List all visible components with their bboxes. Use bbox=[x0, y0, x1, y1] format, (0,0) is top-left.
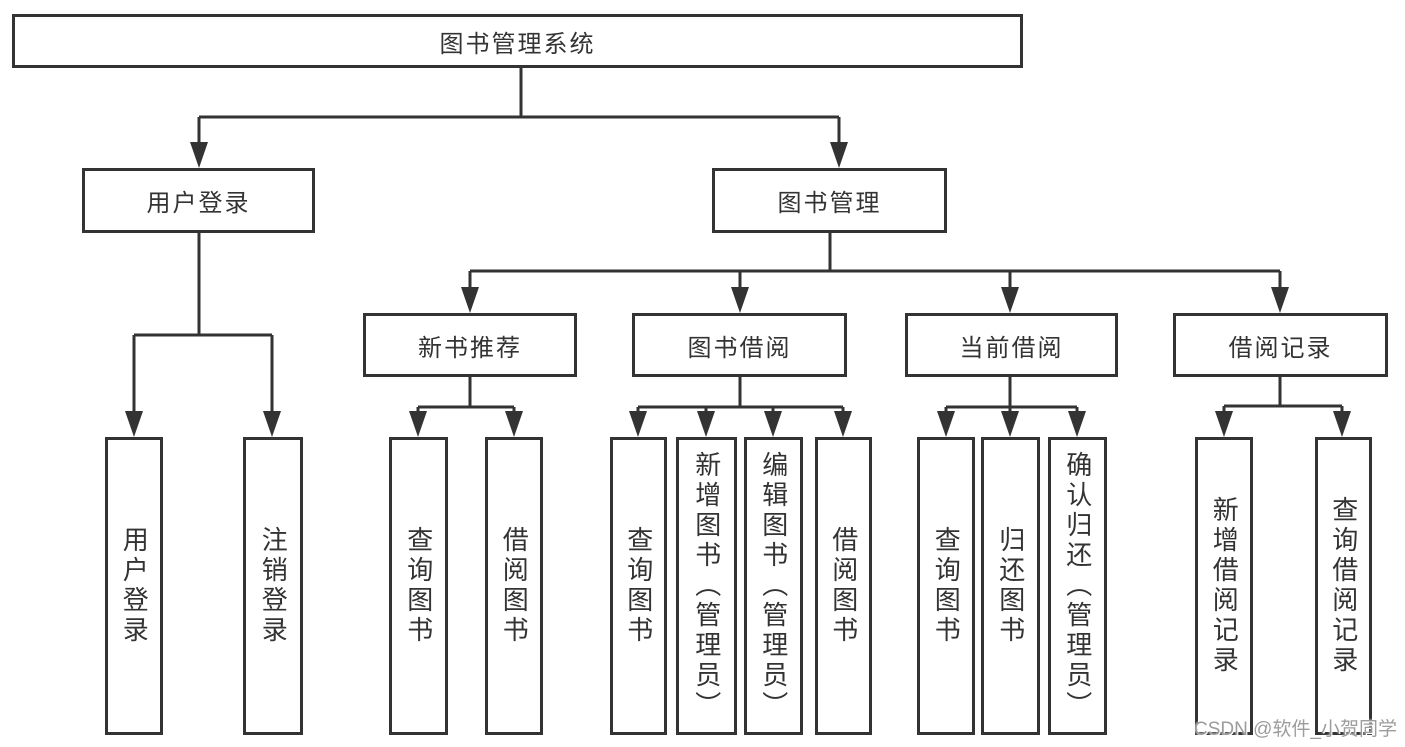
leaf-bb-add-books: 新增图书（管理员） bbox=[676, 437, 737, 735]
leaf-rec-add-record-label: 新增借阅记录 bbox=[1209, 496, 1240, 676]
leaf-bb-borrow-books-label: 借阅图书 bbox=[828, 526, 859, 646]
leaf-cb-query-books: 查询图书 bbox=[917, 437, 975, 735]
leaf-nb-borrow-books-label: 借阅图书 bbox=[499, 526, 530, 646]
leaf-nb-borrow-books: 借阅图书 bbox=[485, 437, 543, 735]
leaf-rec-query-record: 查询借阅记录 bbox=[1315, 437, 1372, 735]
connector-current-borrow-to-leaves bbox=[937, 377, 1086, 437]
leaf-bb-add-books-label: 新增图书（管理员） bbox=[691, 451, 722, 721]
connector-borrow-records-to-leaves bbox=[1215, 377, 1351, 437]
node-root: 图书管理系统 bbox=[12, 14, 1023, 68]
leaf-cb-query-books-label: 查询图书 bbox=[931, 526, 962, 646]
connector-root-to-level1 bbox=[190, 68, 848, 168]
csdn-watermark: CSDN @软件_小贺同学 bbox=[1194, 719, 1397, 740]
connector-book-borrow-to-leaves bbox=[629, 377, 852, 437]
leaf-cb-return-books: 归还图书 bbox=[981, 437, 1040, 735]
leaf-bb-edit-books-label: 编辑图书（管理员） bbox=[758, 451, 789, 721]
node-book-borrow: 图书借阅 bbox=[632, 313, 847, 377]
connector-user-login-to-leaves bbox=[125, 233, 281, 437]
leaf-cb-return-books-label: 归还图书 bbox=[995, 526, 1026, 646]
leaf-bb-query-books: 查询图书 bbox=[610, 437, 667, 735]
leaf-bb-query-books-label: 查询图书 bbox=[623, 526, 654, 646]
leaf-user-login-label: 用户登录 bbox=[119, 526, 150, 646]
leaf-nb-query-books-label: 查询图书 bbox=[403, 526, 434, 646]
leaf-logout: 注销登录 bbox=[243, 437, 303, 735]
node-book-management: 图书管理 bbox=[712, 168, 947, 233]
node-user-login: 用户登录 bbox=[82, 168, 315, 233]
leaf-bb-borrow-books: 借阅图书 bbox=[815, 437, 872, 735]
leaf-bb-edit-books: 编辑图书（管理员） bbox=[744, 437, 803, 735]
node-book-borrow-label: 图书借阅 bbox=[687, 334, 792, 362]
node-root-label: 图书管理系统 bbox=[439, 30, 596, 58]
leaf-cb-confirm-return: 确认归还（管理员） bbox=[1048, 437, 1107, 735]
leaf-logout-label: 注销登录 bbox=[258, 526, 289, 646]
node-user-login-label: 用户登录 bbox=[146, 190, 251, 217]
node-current-borrow: 当前借阅 bbox=[905, 313, 1118, 377]
leaf-rec-add-record: 新增借阅记录 bbox=[1195, 437, 1253, 735]
node-new-book-recommend: 新书推荐 bbox=[363, 313, 577, 377]
node-new-book-recommend-label: 新书推荐 bbox=[418, 334, 522, 362]
node-borrow-records: 借阅记录 bbox=[1173, 313, 1388, 377]
leaf-nb-query-books: 查询图书 bbox=[389, 437, 448, 735]
leaf-rec-query-record-label: 查询借阅记录 bbox=[1328, 496, 1359, 676]
connector-new-book-recommend-to-leaves bbox=[409, 377, 523, 437]
connector-book-management-to-level2 bbox=[461, 233, 1289, 313]
leaf-user-login: 用户登录 bbox=[105, 437, 163, 735]
node-borrow-records-label: 借阅记录 bbox=[1228, 334, 1333, 362]
leaf-cb-confirm-return-label: 确认归还（管理员） bbox=[1062, 451, 1093, 721]
node-current-borrow-label: 当前借阅 bbox=[959, 334, 1064, 362]
node-book-management-label: 图书管理 bbox=[777, 190, 882, 217]
